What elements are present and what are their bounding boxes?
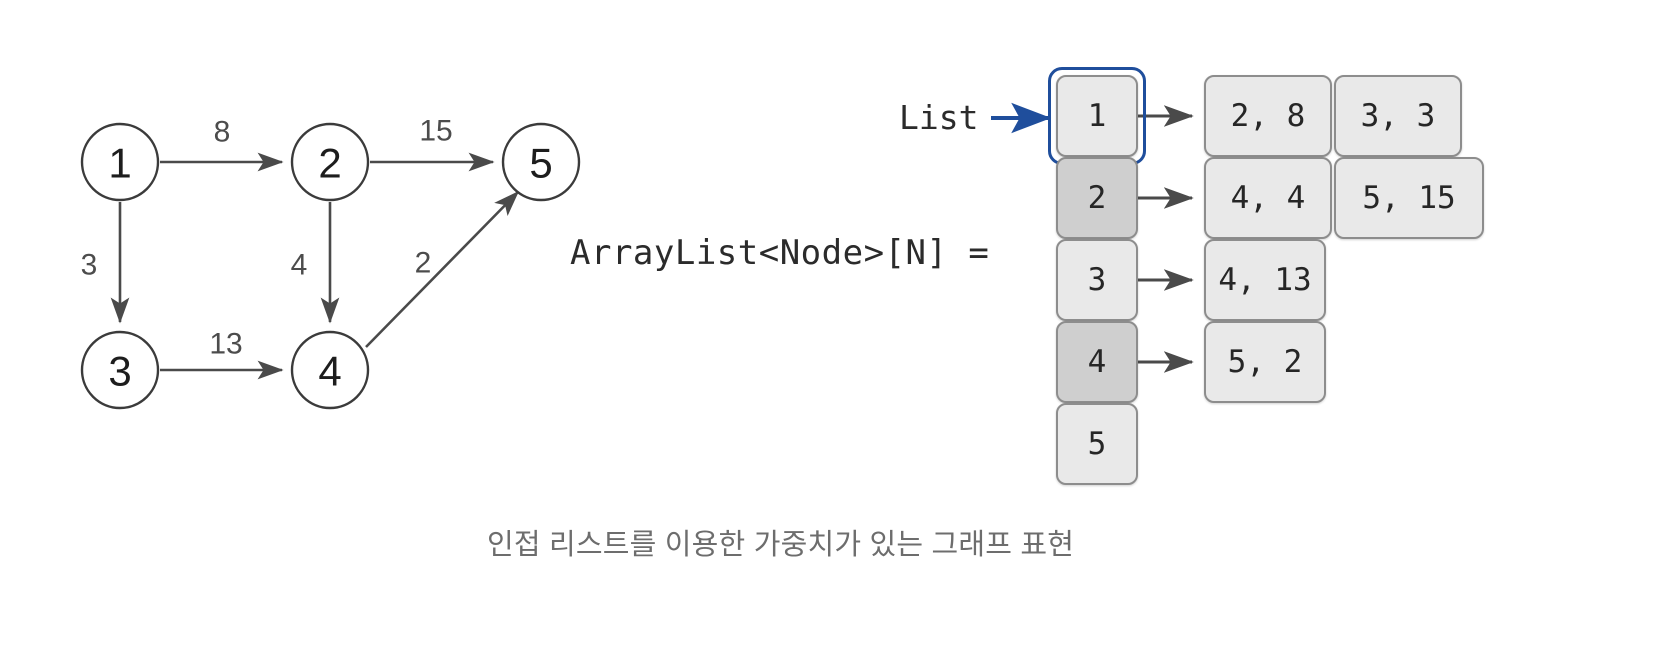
array-declaration-label: ArrayList<Node>[N] = — [570, 233, 990, 273]
graph-node-2-label: 2 — [318, 140, 341, 187]
edge-weight-4-5: 2 — [415, 247, 432, 280]
index-cell-3[interactable]: 3 — [1056, 239, 1138, 321]
graph-node-2 — [290, 122, 370, 202]
adj-cell-1-1-label: 3, 3 — [1360, 98, 1436, 134]
index-cell-2-label: 2 — [1087, 180, 1107, 216]
graph-node-5 — [501, 122, 581, 202]
index-cell-1-label: 1 — [1087, 98, 1107, 134]
adj-cell-4-0[interactable]: 5, 2 — [1204, 321, 1326, 403]
graph-edges — [110, 152, 520, 380]
edge-weight-3-4: 13 — [209, 328, 242, 361]
adj-cell-2-0-label: 4, 4 — [1230, 180, 1306, 216]
index-cell-5-label: 5 — [1087, 426, 1107, 462]
adj-cell-1-0-label: 2, 8 — [1230, 98, 1306, 134]
graph-node-3 — [80, 330, 160, 410]
adj-cell-1-0[interactable]: 2, 8 — [1204, 75, 1332, 157]
adj-cell-1-1[interactable]: 3, 3 — [1334, 75, 1462, 157]
adj-cell-3-0-label: 4, 13 — [1218, 262, 1312, 298]
edge-weight-1-2: 8 — [214, 116, 231, 149]
graph-nodes: 1 2 5 3 4 — [80, 122, 581, 410]
edge-weight-1-3: 3 — [81, 249, 98, 282]
index-cell-4[interactable]: 4 — [1056, 321, 1138, 403]
edge-4-to-5 — [365, 190, 520, 348]
list-pointer-label: List — [899, 98, 979, 137]
graph-node-4-label: 4 — [318, 348, 341, 395]
index-cell-2[interactable]: 2 — [1056, 157, 1138, 239]
figure-caption: 인접 리스트를 이용한 가중치가 있는 그래프 표현 — [487, 529, 1075, 561]
graph-node-1-label: 1 — [108, 140, 131, 187]
graph-node-3-label: 3 — [108, 348, 131, 395]
index-cell-3-label: 3 — [1087, 262, 1107, 298]
index-cell-5[interactable]: 5 — [1056, 403, 1138, 485]
index-cell-4-label: 4 — [1087, 344, 1107, 380]
graph-node-1 — [80, 122, 160, 202]
adj-cell-2-0[interactable]: 4, 4 — [1204, 157, 1332, 239]
index-cell-1[interactable]: 1 — [1056, 75, 1138, 157]
edge-weight-2-5: 15 — [419, 115, 452, 148]
edge-weight-2-4: 4 — [291, 249, 308, 282]
adj-cell-2-1[interactable]: 5, 15 — [1334, 157, 1484, 239]
graph-node-5-label: 5 — [529, 140, 552, 187]
graph-node-4 — [290, 330, 370, 410]
adj-cell-3-0[interactable]: 4, 13 — [1204, 239, 1326, 321]
adj-cell-2-1-label: 5, 15 — [1362, 180, 1456, 216]
adj-cell-4-0-label: 5, 2 — [1227, 344, 1303, 380]
graph-edge-weights: 8 15 3 4 13 2 — [81, 115, 453, 361]
